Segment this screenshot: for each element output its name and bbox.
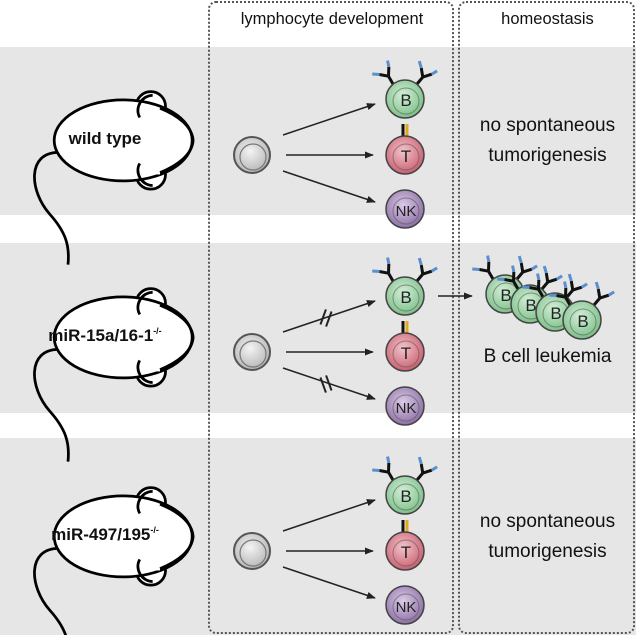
b-cell-label: B	[400, 487, 411, 506]
b-cell-label: B	[400, 288, 411, 307]
t-cell-label: T	[401, 344, 411, 363]
leukemic-b-cell-label: B	[525, 296, 536, 315]
b-cell: B	[385, 79, 425, 119]
arrow-to-b-cell	[282, 103, 376, 136]
nk-cell-label: NK	[396, 400, 417, 417]
nk-cell-label: NK	[396, 203, 417, 220]
column-header-lymphocyte-development: lymphocyte development	[240, 10, 424, 28]
nk-cell-label: NK	[396, 599, 417, 616]
genotype-row-0: wild type B T NK	[33, 56, 439, 266]
column-header-homeostasis: homeostasis	[501, 10, 594, 28]
arrow-to-b-cell	[282, 499, 376, 532]
outcome-line-2: tumorigenesis	[488, 145, 607, 166]
tcr-receptor-icon	[401, 124, 409, 136]
genotype-label: miR-497/195-/-	[51, 525, 159, 544]
nk-cell: NK	[385, 386, 425, 426]
leukemic-b-cell-label: B	[500, 286, 511, 305]
genotype-label: miR-15a/16-1-/-	[48, 326, 161, 345]
genotype-label: wild type	[68, 129, 142, 148]
arrow-to-nk-cell	[282, 566, 376, 599]
progenitor-cell	[233, 532, 271, 570]
t-cell: T	[385, 135, 425, 175]
outcome-line-2: tumorigenesis	[488, 541, 607, 562]
leukemic-b-cell-label: B	[550, 304, 561, 323]
genotype-row-2: miR-497/195-/- B T NK	[33, 452, 439, 635]
b-cell: B	[385, 276, 425, 316]
t-cell: T	[385, 332, 425, 372]
outcome-line-1: no spontaneous	[479, 511, 616, 532]
outcome-line-1: no spontaneous	[479, 115, 616, 136]
leukemic-b-cell: B	[562, 300, 602, 340]
t-cell-label: T	[401, 147, 411, 166]
b-cell-label: B	[400, 91, 411, 110]
tcr-receptor-icon	[401, 520, 409, 532]
progenitor-cell	[233, 333, 271, 371]
arrow-to-nk-cell	[282, 170, 376, 203]
mouse-icon	[33, 486, 195, 635]
leukemic-b-cell-label: B	[577, 312, 588, 331]
outcome-no-tumorigenesis: no spontaneous tumorigenesis	[460, 507, 635, 567]
nk-cell: NK	[385, 189, 425, 229]
mouse-icon	[33, 287, 195, 463]
mouse-icon	[33, 90, 195, 266]
t-cell: T	[385, 531, 425, 571]
progenitor-cell	[233, 136, 271, 174]
blocked-path-icon	[319, 309, 333, 327]
b-cell: B	[385, 475, 425, 515]
nk-cell: NK	[385, 585, 425, 625]
outcome-no-tumorigenesis: no spontaneous tumorigenesis	[460, 111, 635, 171]
tcr-receptor-icon	[401, 321, 409, 333]
t-cell-label: T	[401, 543, 411, 562]
blocked-path-icon	[319, 375, 333, 393]
outcome-b-cell-leukemia: B cell leukemia	[483, 346, 612, 367]
